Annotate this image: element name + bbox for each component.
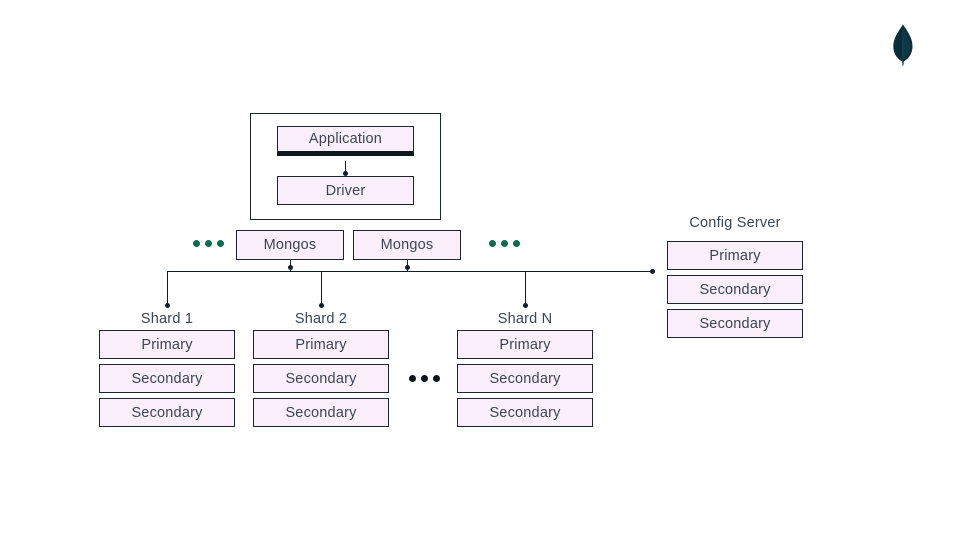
- config-server-connector-dot: [650, 269, 655, 274]
- shard-n-member-secondary-2[interactable]: Secondary: [457, 398, 593, 427]
- mongos-2-connector-dot: [405, 265, 410, 270]
- mongos-box-1[interactable]: Mongos: [236, 230, 344, 260]
- shard-n-connector-dot: [523, 303, 528, 308]
- shard-n-member-secondary-2-label: Secondary: [489, 404, 561, 421]
- driver-label: Driver: [325, 182, 366, 199]
- config-server-member-primary-label: Primary: [709, 247, 761, 264]
- config-server-member-secondary-2[interactable]: Secondary: [667, 309, 803, 338]
- shard-1-member-secondary-2[interactable]: Secondary: [99, 398, 235, 427]
- shard-2-connector-dot: [319, 303, 324, 308]
- shard-n-member-secondary-1[interactable]: Secondary: [457, 364, 593, 393]
- shard-n-title: Shard N: [497, 311, 553, 327]
- shard-1-member-secondary-1[interactable]: Secondary: [99, 364, 235, 393]
- app-driver-connector-dot: [343, 171, 348, 176]
- shard-n-member-secondary-1-label: Secondary: [489, 370, 561, 387]
- config-server-member-primary[interactable]: Primary: [667, 241, 803, 270]
- shard-1-connector-dot: [165, 303, 170, 308]
- application-label: Application: [308, 131, 383, 147]
- mongos-box-2[interactable]: Mongos: [353, 230, 461, 260]
- config-server-title: Config Server: [689, 215, 781, 231]
- shard-1-member-primary[interactable]: Primary: [99, 330, 235, 359]
- mongos-label-1: Mongos: [263, 237, 317, 253]
- mongos-1-connector-dot: [288, 265, 293, 270]
- mongos-ellipsis-right-icon: [489, 240, 520, 247]
- shard-n-member-primary-label: Primary: [499, 336, 551, 353]
- shard-n-bus-connector: [525, 271, 526, 307]
- mongodb-leaf-logo: [890, 24, 916, 68]
- cluster-bus-line: [167, 271, 654, 272]
- shard-1-member-secondary-2-label: Secondary: [131, 404, 203, 421]
- shard-2-member-secondary-2[interactable]: Secondary: [253, 398, 389, 427]
- shard-2-member-secondary-1[interactable]: Secondary: [253, 364, 389, 393]
- shards-ellipsis-icon: [409, 375, 440, 382]
- mongos-ellipsis-left-icon: [193, 240, 224, 247]
- app-driver-connector: [345, 161, 346, 174]
- mongos-label-2: Mongos: [380, 237, 434, 253]
- shard-1-member-secondary-1-label: Secondary: [131, 370, 203, 387]
- config-server-member-secondary-1[interactable]: Secondary: [667, 275, 803, 304]
- shard-1-member-primary-label: Primary: [141, 336, 193, 353]
- shard-2-member-secondary-1-label: Secondary: [285, 370, 357, 387]
- shard-2-member-primary-label: Primary: [295, 336, 347, 353]
- driver-box[interactable]: Driver: [277, 176, 414, 205]
- shard-n-member-primary[interactable]: Primary: [457, 330, 593, 359]
- config-server-member-secondary-2-label: Secondary: [699, 315, 771, 332]
- shard-2-title: Shard 2: [294, 311, 348, 327]
- shard-1-bus-connector: [167, 271, 168, 307]
- shard-2-member-primary[interactable]: Primary: [253, 330, 389, 359]
- application-box[interactable]: Application: [277, 126, 414, 156]
- config-server-member-secondary-1-label: Secondary: [699, 281, 771, 298]
- shard-2-bus-connector: [321, 271, 322, 307]
- shard-1-title: Shard 1: [140, 311, 194, 327]
- shard-2-member-secondary-2-label: Secondary: [285, 404, 357, 421]
